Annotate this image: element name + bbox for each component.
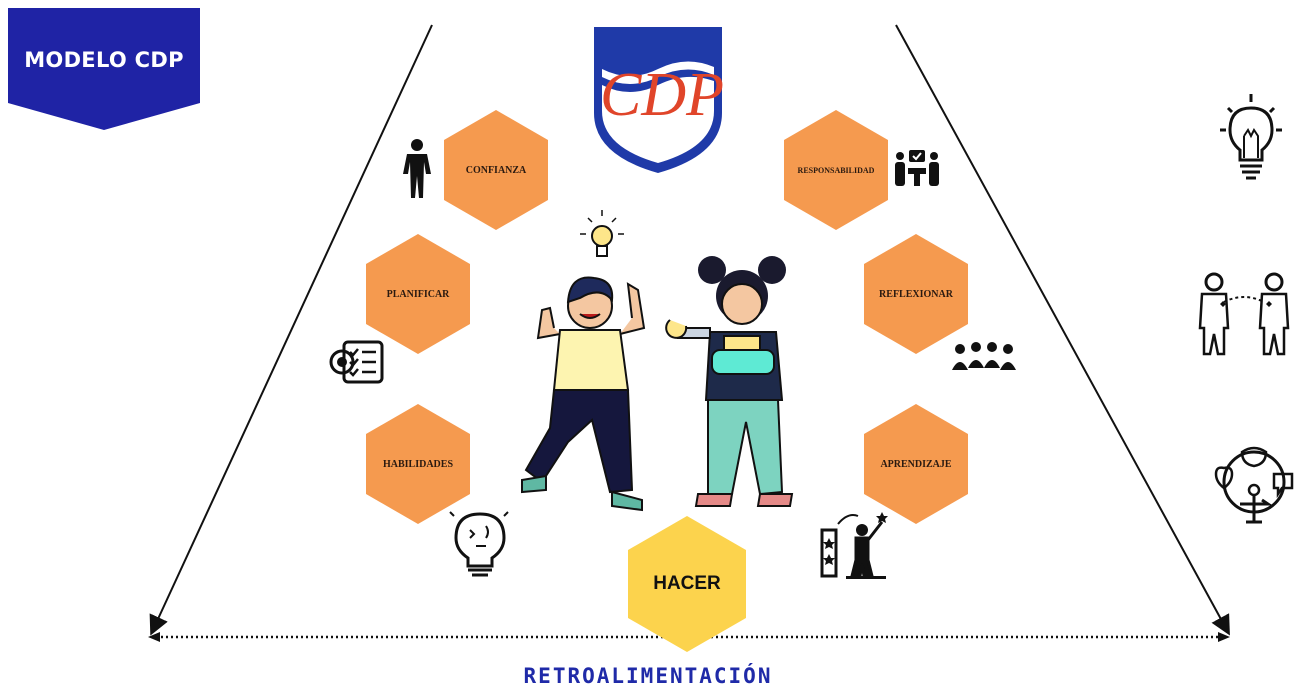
hex-habilidades: HABILIDADES bbox=[366, 404, 470, 524]
banner-container: MODELO CDP bbox=[8, 8, 200, 130]
girl-figure bbox=[665, 256, 794, 507]
modelo-banner bbox=[8, 8, 200, 130]
hex-habilidades-label: HABILIDADES bbox=[382, 458, 454, 470]
achievement-icon bbox=[820, 512, 888, 579]
hex-planificar-label: PLANIFICAR bbox=[386, 288, 450, 300]
logo-letters: CDP bbox=[600, 61, 724, 129]
banner-label: MODELO CDP bbox=[24, 48, 184, 72]
hex-responsabilidad-label: RESPONSABILIDAD bbox=[797, 165, 875, 175]
group-icon bbox=[952, 342, 1016, 370]
connection-icon bbox=[1198, 272, 1290, 356]
hex-confianza-label: CONFIANZA bbox=[465, 164, 527, 176]
person-icon bbox=[403, 139, 431, 198]
hex-hacer-label: HACER bbox=[653, 573, 721, 594]
school-logo bbox=[594, 27, 722, 173]
feedback-right-arrowhead bbox=[1218, 632, 1230, 642]
creative-bulb-icon bbox=[449, 511, 509, 577]
hex-reflexionar-label: REFLEXIONAR bbox=[879, 288, 953, 300]
checklist-icon bbox=[329, 340, 384, 384]
retroalimentacion-label: RETROALIMENTACIÓN bbox=[523, 664, 773, 688]
hex-aprendizaje-label: APRENDIZAJE bbox=[880, 458, 952, 470]
boy-figure bbox=[521, 276, 646, 512]
left-arrow bbox=[149, 24, 433, 636]
small-lightbulb-icon bbox=[580, 210, 624, 257]
lightbulb-icon bbox=[1220, 94, 1282, 180]
empathy-icon bbox=[1214, 446, 1294, 524]
students-illustration bbox=[521, 210, 794, 512]
teamwork-icon bbox=[895, 150, 939, 186]
right-arrow bbox=[895, 24, 1230, 636]
hex-hacer: HACER bbox=[628, 516, 746, 652]
feedback-left-arrowhead bbox=[148, 632, 160, 642]
hex-planificar: PLANIFICAR bbox=[366, 234, 470, 354]
